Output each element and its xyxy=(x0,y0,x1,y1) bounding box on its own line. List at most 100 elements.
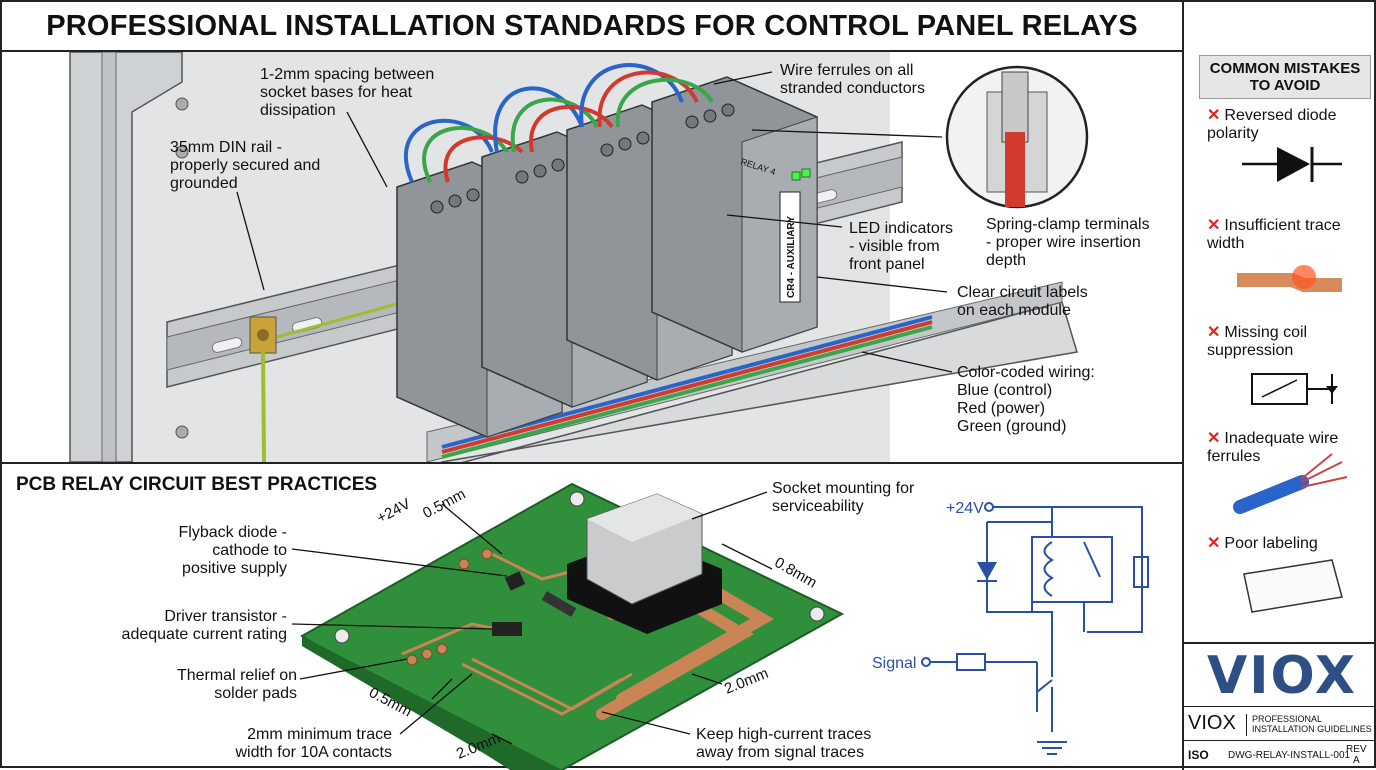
hotspot-icon xyxy=(1292,265,1316,289)
annotation-flyback: Flyback diode - cathode to positive supp… xyxy=(178,524,288,577)
coil-symbol-slash xyxy=(1261,379,1298,398)
wire-end-icon xyxy=(1233,475,1309,514)
panel-flange xyxy=(101,52,117,462)
top-wire-loops xyxy=(403,63,714,183)
mistake-item-diode: ✕Reversed diode polarity xyxy=(1207,107,1336,143)
revision: REV A xyxy=(1346,744,1367,766)
annotation-socket: Socket mounting for serviceability xyxy=(772,480,915,515)
mistakes-heading: COMMON MISTAKES TO AVOID xyxy=(1199,55,1371,99)
terminal-screw xyxy=(515,170,529,184)
relay-label-plate xyxy=(779,191,801,303)
schematic-diode xyxy=(977,562,997,580)
pcb-mount-hole xyxy=(334,628,350,644)
smd-diode xyxy=(504,571,526,591)
panel-screw xyxy=(175,425,189,439)
annotation-driver: Driver transistor - adequate current rat… xyxy=(121,608,287,643)
logo-divider-top xyxy=(1182,642,1376,644)
panel-illustration: CR1 - MOTOR STARTRELAY 1CR2 - PUMP ENABL… xyxy=(69,52,1089,462)
diode-symbol-icon xyxy=(1277,147,1310,182)
mistake-item-labeling: ✕Poor labeling xyxy=(1207,535,1318,553)
sidebar-divider xyxy=(1182,2,1184,770)
ferrule-inset xyxy=(1001,71,1029,143)
pcb-mount-hole xyxy=(569,491,585,507)
duct-wire-green xyxy=(441,325,933,459)
wire-inset xyxy=(1005,132,1025,207)
mistake-label: Reversed diode polarity xyxy=(1207,107,1337,142)
annotation-led: LED indicators - visible from front pane… xyxy=(849,220,954,273)
pcb-mount-hole xyxy=(809,606,825,622)
annotation-din-rail: 35mm DIN rail - properly secured and gro… xyxy=(170,139,321,192)
relay-front-label: CR4 - AUXILIARY xyxy=(786,216,797,298)
error-x-icon: ✕ xyxy=(1207,430,1221,447)
terminal-screw xyxy=(466,188,480,202)
relay-schematic: +24V Signal xyxy=(872,500,1149,755)
brand-logo: VIOX xyxy=(1206,646,1358,706)
mistake-item-coil: ✕Missing coil suppression xyxy=(1207,324,1307,360)
error-x-icon: ✕ xyxy=(1207,217,1221,234)
ground-wire xyxy=(261,351,266,462)
annotation-spring-clamp: Spring-clamp terminals - proper wire ins… xyxy=(986,216,1150,269)
page-title: PROFESSIONAL INSTALLATION STANDARDS FOR … xyxy=(2,2,1182,52)
panel-screw xyxy=(175,145,189,159)
coil-diode-icon xyxy=(1326,386,1338,394)
schematic-supply-label: +24V xyxy=(946,500,984,517)
led-indicator xyxy=(791,171,801,181)
terminal-screw xyxy=(685,115,699,129)
terminal-screw xyxy=(448,194,462,208)
terminal-screw xyxy=(703,109,717,123)
brand-separator xyxy=(1246,714,1247,736)
trace-width-icon xyxy=(1237,273,1342,292)
error-x-icon: ✕ xyxy=(1207,324,1221,341)
annotation-ferrules: Wire ferrules on all stranded conductors xyxy=(780,62,925,97)
pcb-section-title: PCB RELAY CIRCUIT BEST PRACTICES xyxy=(16,474,378,495)
mistake-label: Inadequate wire ferrules xyxy=(1207,430,1339,465)
mistakes-heading-text: COMMON MISTAKES TO AVOID xyxy=(1209,60,1361,94)
terminal-screw xyxy=(636,131,650,145)
flyback-diode xyxy=(541,591,577,617)
error-x-icon: ✕ xyxy=(1207,107,1221,124)
panel-side-wall xyxy=(69,52,183,462)
thermal-pads xyxy=(406,548,493,666)
pcb-illustration xyxy=(291,482,845,770)
mistake-item-ferrules: ✕Inadequate wire ferrules xyxy=(1207,430,1338,466)
driver-transistor xyxy=(492,622,522,636)
annotation-min-trace: 2mm minimum trace width for 10A contacts xyxy=(235,726,392,761)
terminal-screw xyxy=(430,200,444,214)
mistake-label: Insufficient trace width xyxy=(1207,217,1341,252)
section-divider xyxy=(2,462,1182,464)
annotation-leaders xyxy=(236,71,953,373)
mistake-item-trace: ✕Insufficient trace width xyxy=(1207,217,1341,253)
led-indicator xyxy=(801,168,811,178)
schematic-wires xyxy=(921,502,1149,755)
mistake-label: Poor labeling xyxy=(1224,535,1318,552)
pcb-relay-top xyxy=(587,494,702,542)
ground-screw xyxy=(257,329,269,341)
iso-mark: ISO xyxy=(1188,748,1209,762)
annotation-keep-away: Keep high-current traces away from signa… xyxy=(696,726,872,761)
brand-subtitle: PROFESSIONAL INSTALLATION GUIDELINES xyxy=(1252,714,1372,734)
mistake-label: Missing coil suppression xyxy=(1207,324,1308,359)
wire-duct xyxy=(440,301,1078,462)
terminal-screw xyxy=(551,158,565,172)
logo-divider-low xyxy=(1182,740,1376,741)
terminal-screw xyxy=(533,164,547,178)
annotation-labels: Clear circuit labels on each module xyxy=(957,284,1088,319)
mistake-icons xyxy=(1233,147,1348,613)
duct-wire-red xyxy=(441,320,933,454)
pcb-leaders xyxy=(291,491,773,745)
drawing-number: DWG-RELAY-INSTALL-001 xyxy=(1228,750,1351,761)
schematic-signal-label: Signal xyxy=(872,655,916,672)
frayed-strands-icon xyxy=(1299,453,1348,488)
error-x-icon: ✕ xyxy=(1207,535,1221,552)
annotation-color-coded: Color-coded wiring: Blue (control) Red (… xyxy=(957,364,1095,435)
terminal-screw xyxy=(600,143,614,157)
logo-divider-mid xyxy=(1182,706,1376,707)
relay-modules: CR1 - MOTOR STARTRELAY 1CR2 - PUMP ENABL… xyxy=(396,76,818,438)
terminal-screw xyxy=(618,137,632,151)
torn-label-icon xyxy=(1243,559,1343,613)
annotation-spacing: 1-2mm spacing between socket bases for h… xyxy=(260,66,435,119)
brand-name: VIOX xyxy=(1188,712,1236,734)
terminal-screw xyxy=(721,103,735,117)
